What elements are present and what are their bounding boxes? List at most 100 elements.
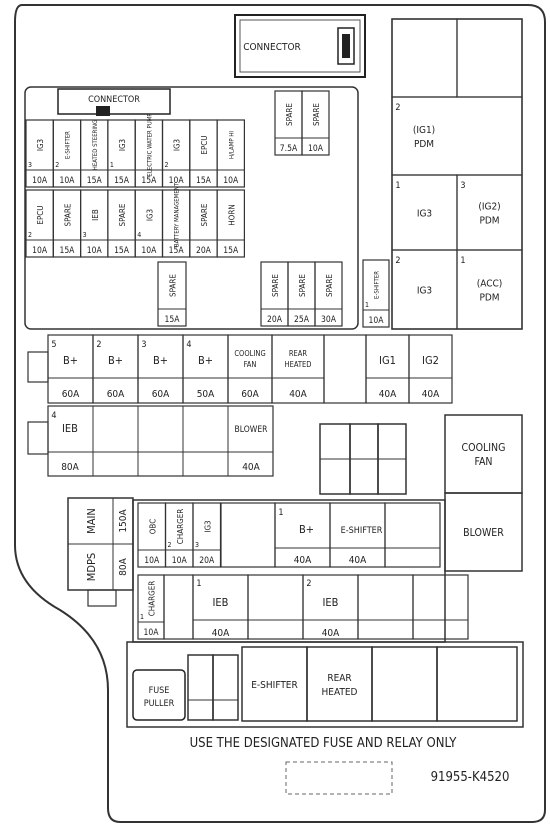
fuse-tab [87, 589, 117, 607]
fuse-amp: 15A [87, 176, 103, 186]
fuse-amp: 40A [212, 628, 230, 639]
mini-fuse-panel [24, 86, 359, 330]
footer-note: USE THE DESIGNATED FUSE AND RELAY ONLY [190, 736, 458, 751]
relay: 3(IG2)PDM [456, 174, 523, 251]
relay: 2(IG1)PDM [391, 96, 523, 176]
fuse-amp: 20A [196, 246, 212, 256]
bottom-relays: E-SHIFTER REAR HEATED [241, 646, 373, 722]
fuse-amp: 40A [422, 389, 440, 400]
fuse-name: B+ [299, 523, 314, 536]
fuse-amp: 15A [169, 246, 185, 256]
fuse-cell [362, 259, 390, 328]
lower-fuse [247, 574, 304, 640]
mini-fuse: SPARE 20A [189, 189, 218, 258]
fuse-number: 1 [110, 161, 114, 169]
multi-fuse: 2B+60A [92, 334, 139, 404]
fuse-number: 1 [365, 301, 369, 309]
relay-number: 2 [395, 103, 400, 113]
fuse-name: IG1 [379, 354, 396, 367]
fuse-name: OBC [148, 519, 157, 535]
fuse-name: H/LAMP HI [228, 131, 235, 159]
fuse-puller-line-1: FUSE [149, 686, 170, 696]
fuse-name: IEB [213, 596, 229, 609]
fuse-cell [271, 334, 325, 404]
relay-cell [444, 414, 523, 494]
relay-label: REAR [327, 673, 351, 684]
fuse-amp: 15A [196, 176, 212, 186]
fuse-name: IEB [323, 596, 339, 609]
fuse-amp: 40A [379, 389, 397, 400]
relay-label: (IG2) [478, 202, 500, 213]
fuse-amp: 60A [152, 389, 170, 400]
relay-label: COOLING [462, 442, 506, 454]
part-number: 91955-K4520 [431, 770, 510, 785]
fuse-amp: 15A [165, 315, 181, 325]
relay-label: IG3 [417, 209, 432, 220]
lower-fuse: 1B+40A [274, 502, 331, 568]
fuse-puller: FUSE PULLER [132, 669, 186, 721]
fuse-name: SPARE [200, 203, 209, 226]
fuse-socket [27, 421, 49, 455]
fuse-name: COOLING [234, 349, 265, 358]
fuse-name: SPARE [325, 274, 334, 297]
relay-label: BLOWER [463, 527, 504, 539]
large-relay: BLOWER [444, 492, 523, 572]
fuse-cell [357, 574, 414, 640]
fuse-name: IG3 [118, 139, 127, 151]
fuse-name: B+ [63, 354, 78, 367]
fuse-name: CHARGER [148, 581, 157, 617]
relay-cell [456, 174, 523, 251]
fuse-number: 3 [28, 161, 32, 169]
bottom-relay: REAR HEATED [306, 646, 373, 722]
relay-number: 2 [395, 256, 400, 266]
fuse-name: BLOWER [235, 425, 269, 435]
fuse-amp: 15A [141, 176, 157, 186]
fuse-amp: 40A [289, 389, 307, 400]
fuse-name: HEATED [285, 360, 312, 369]
fuse-number: 2 [167, 541, 171, 549]
fuse-number: 2 [306, 579, 311, 589]
fuse-amp: 15A [223, 246, 239, 256]
multi-fuse: IG1 40A [365, 334, 410, 404]
fuse-name: IG3 [203, 520, 212, 532]
label-area [285, 761, 393, 795]
fuse-box-outline [14, 4, 546, 823]
fuse-amp: 10A [169, 176, 185, 186]
relay-label: HEATED [322, 687, 358, 698]
fuse-number: 3 [195, 541, 199, 549]
fuse-name: CHARGER [176, 509, 185, 545]
fuse-number: 4 [51, 411, 56, 421]
fuse-amp: 30A [321, 315, 337, 325]
fuse-amp: 10A [172, 556, 188, 566]
relay-label: (IG1) [413, 125, 435, 136]
lower-fuse [412, 574, 469, 640]
fuse-socket [27, 351, 49, 383]
bottom-relay: E-SHIFTER [241, 646, 308, 722]
fuse-cell [247, 574, 304, 640]
fuse-amp: 10A [141, 246, 157, 256]
fuse-amp: 80A [61, 462, 79, 473]
fuse-socket [323, 334, 367, 404]
mini-fuse-row-2: EPCU210ASPARE15AIEB310ASPARE15AIG3410ABA… [25, 182, 246, 258]
fuse-cell [408, 334, 453, 404]
fuse-cell [163, 574, 194, 640]
fuse-number: 2 [164, 161, 168, 169]
bottom-relay-panel [126, 641, 524, 728]
fuse-amp: 40A [242, 462, 260, 473]
relay-socket [391, 18, 458, 98]
